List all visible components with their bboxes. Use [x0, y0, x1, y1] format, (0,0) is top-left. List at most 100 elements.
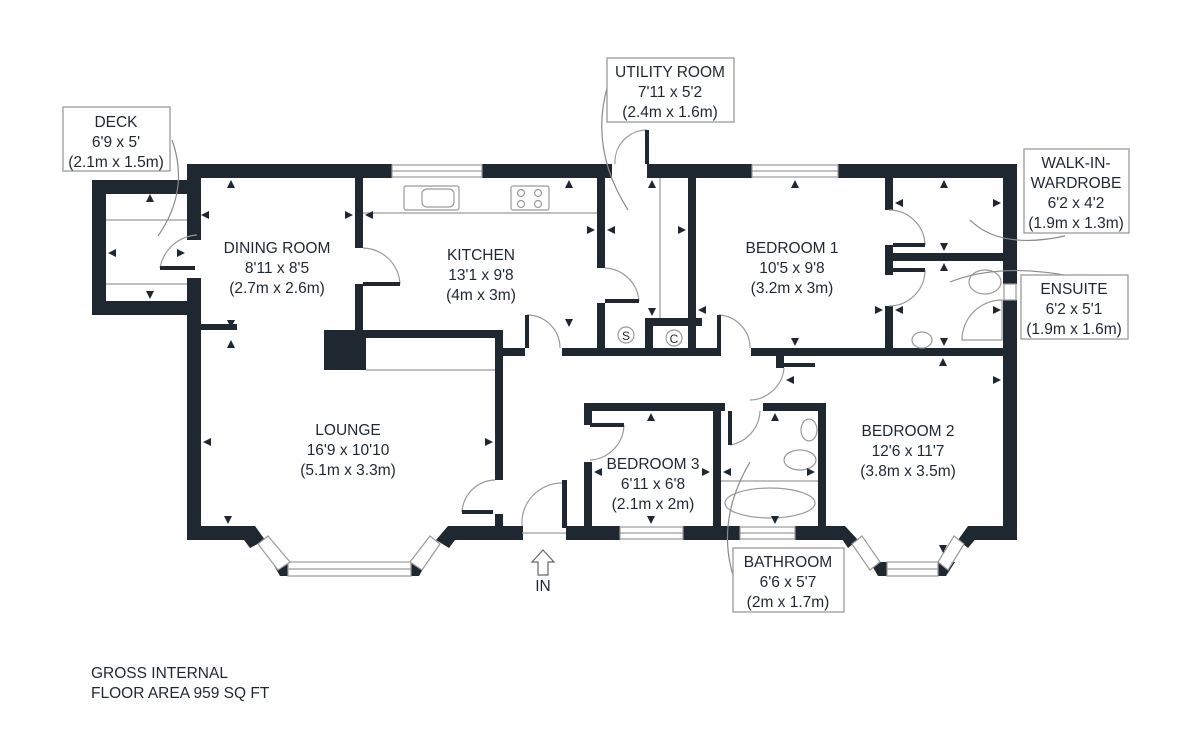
shower: [961, 299, 1003, 341]
basin: [911, 331, 933, 349]
wall: [795, 526, 845, 540]
floor-area-line-2: FLOOR AREA 959 SQ FT: [91, 685, 270, 702]
room-label-kitchen: KITCHEN 13'1 x 9'8 (4m x 3m): [446, 247, 516, 304]
wall: [584, 462, 592, 528]
wall: [584, 403, 592, 425]
wall: [647, 164, 752, 178]
bath: [724, 487, 816, 519]
svg-text:BEDROOM 3: BEDROOM 3: [606, 456, 699, 473]
wall: [751, 348, 1017, 356]
svg-text:BEDROOM 2: BEDROOM 2: [861, 423, 954, 440]
svg-text:(1.9m x 1.6m): (1.9m x 1.6m): [1026, 321, 1122, 338]
wall: [838, 164, 1003, 178]
svg-text:16'9 x 10'10: 16'9 x 10'10: [307, 442, 390, 459]
bay-window: [409, 535, 441, 571]
svg-text:(2m x 1.7m): (2m x 1.7m): [747, 594, 830, 611]
wall: [885, 245, 893, 275]
wall: [187, 278, 201, 540]
room-label-deck: DECK 6'9 x 5' (2.1m x 1.5m): [68, 114, 164, 171]
svg-text:6'2 x 5'1: 6'2 x 5'1: [1046, 301, 1103, 318]
svg-text:7'11 x 5'2: 7'11 x 5'2: [638, 84, 702, 101]
wall: [597, 178, 605, 268]
wall: [688, 178, 696, 356]
toilet: [968, 269, 1002, 295]
wall: [696, 348, 721, 356]
svg-text:LOUNGE: LOUNGE: [315, 422, 380, 439]
wall: [92, 301, 197, 315]
storage-label: S: [622, 329, 630, 343]
wall: [187, 324, 237, 330]
deck-label-box: [62, 106, 171, 172]
room-label-bedroom-3: BEDROOM 3 6'11 x 6'8 (2.1m x 2m): [606, 456, 699, 513]
wall: [482, 164, 612, 178]
wall: [683, 526, 740, 540]
wall: [713, 403, 721, 528]
svg-text:BATHROOM: BATHROOM: [744, 554, 832, 571]
svg-text:(3.2m x 3m): (3.2m x 3m): [751, 280, 834, 297]
wall: [562, 348, 702, 356]
wardrobe-label-box: [1023, 148, 1130, 234]
svg-text:KITCHEN: KITCHEN: [447, 247, 515, 264]
room-label-lounge: LOUNGE 16'9 x 10'10 (5.1m x 3.3m): [300, 422, 396, 479]
svg-text:DECK: DECK: [94, 114, 138, 131]
wall: [448, 526, 523, 540]
svg-text:(2.1m x 1.5m): (2.1m x 1.5m): [68, 154, 164, 171]
svg-text:ENSUITE: ENSUITE: [1040, 281, 1107, 298]
wall: [92, 180, 197, 194]
wall: [818, 403, 826, 528]
svg-text:DINING ROOM: DINING ROOM: [224, 240, 331, 257]
room-label-bathroom: BATHROOM 6'6 x 5'7 (2m x 1.7m): [744, 554, 832, 611]
walls: [92, 164, 1017, 576]
entrance-label: IN: [535, 578, 551, 595]
floor-area-line-1: GROSS INTERNAL: [91, 665, 228, 682]
svg-text:(1.9m x 1.3m): (1.9m x 1.3m): [1028, 215, 1124, 232]
svg-text:(5.1m x 3.3m): (5.1m x 3.3m): [300, 462, 396, 479]
storage-cupboard-icon: [617, 326, 635, 344]
svg-text:6'6 x 5'7: 6'6 x 5'7: [760, 574, 817, 591]
wall: [566, 526, 620, 540]
utility-label-box: [606, 57, 735, 123]
wall: [495, 514, 503, 528]
leader-lines: [157, 87, 1076, 597]
room-label-walk-in-wardrobe: WALK-IN- WARDROBE 6'2 x 4'2 (1.9m x 1.3m…: [1028, 155, 1124, 232]
room-label-bedroom-1: BEDROOM 1 10'5 x 9'8 (3.2m x 3m): [745, 240, 838, 297]
wall: [584, 403, 716, 411]
wall: [597, 303, 605, 356]
svg-text:BEDROOM 1: BEDROOM 1: [745, 240, 838, 257]
wall: [1003, 300, 1017, 532]
svg-text:(4m x 3m): (4m x 3m): [446, 287, 516, 304]
room-label-ensuite: ENSUITE 6'2 x 5'1 (1.9m x 1.6m): [1026, 281, 1122, 338]
wall: [503, 348, 525, 356]
wall: [495, 330, 503, 480]
dimension-arrows: [108, 180, 1001, 553]
svg-text:(2.1m x 2m): (2.1m x 2m): [612, 496, 695, 513]
svg-text:UTILITY ROOM: UTILITY ROOM: [615, 64, 725, 81]
entrance-arrow-icon: [530, 549, 556, 576]
hob: [510, 185, 550, 211]
bathroom-label-box: [732, 547, 845, 613]
wall: [763, 403, 825, 411]
svg-text:6'11 x 6'8: 6'11 x 6'8: [621, 476, 685, 493]
wall: [968, 526, 1017, 540]
wall: [187, 526, 255, 540]
doors: [159, 129, 926, 534]
bay-window: [851, 535, 881, 571]
bay-window: [937, 535, 965, 571]
cylinder-cupboard-icon: [665, 329, 683, 347]
wall: [885, 178, 893, 210]
room-label-utility-room: UTILITY ROOM 7'11 x 5'2 (2.4m x 1.6m): [615, 64, 725, 121]
wall: [885, 306, 893, 352]
svg-text:(2.7m x 2.6m): (2.7m x 2.6m): [229, 280, 325, 297]
toilet: [783, 449, 817, 471]
wall: [187, 164, 392, 178]
wall: [645, 318, 653, 356]
wall: [562, 480, 567, 528]
room-label-dining-room: DINING ROOM 8'11 x 8'5 (2.7m x 2.6m): [224, 240, 331, 297]
door: [159, 234, 198, 269]
svg-text:WALK-IN-: WALK-IN-: [1041, 155, 1110, 172]
svg-text:(3.8m x 3.5m): (3.8m x 3.5m): [860, 463, 956, 480]
wall: [363, 330, 503, 338]
svg-text:12'6 x 11'7: 12'6 x 11'7: [872, 443, 945, 460]
wall: [355, 178, 363, 248]
